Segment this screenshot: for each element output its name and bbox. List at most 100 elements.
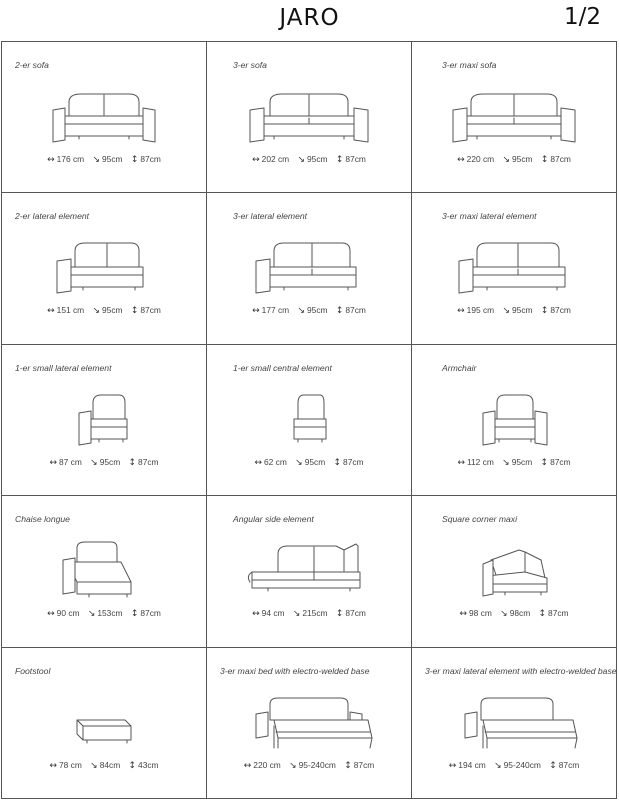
dimensions: ↔194 cm ↘95-240cm ↕87cm [412,760,616,771]
height-arrow-icon: ↕ [549,760,557,771]
product-cell: 3-er maxi sofa ↔220 cm ↘95cm ↕87cm [412,42,617,194]
lateral-2-icon [39,235,169,297]
height-dimension: ↕87cm [131,305,161,316]
depth-arrow-icon: ↘ [90,457,98,468]
height-dimension: ↕87cm [334,457,364,468]
height-value: 87cm [345,305,366,316]
armchair-icon [449,387,579,449]
product-cell: 2-er sofa ↔176 cm ↘95cm ↕87cm [2,42,207,194]
depth-arrow-icon: ↘ [500,609,508,620]
product-label: 3-er maxi lateral element with electro-w… [425,665,617,676]
height-value: 87cm [140,305,161,316]
footstool-icon [39,690,169,752]
height-value: 87cm [353,759,375,770]
height-arrow-icon: ↕ [130,609,139,620]
depth-arrow-icon: ↘ [297,155,306,165]
height-dimension: ↕87cm [129,457,159,468]
depth-arrow-icon: ↘ [90,760,98,771]
angular-side-icon [244,538,374,600]
height-value: 87cm [140,608,161,619]
depth-dimension: ↘95cm [502,305,532,316]
height-dimension: ↕87cm [344,760,374,771]
product-cell: Angular side element ↔94 cm ↘215cm ↕87cm [207,496,412,648]
width-dimension: ↔177 cm [252,305,289,316]
height-dimension: ↕87cm [336,305,366,316]
depth-value: 95cm [102,154,123,164]
depth-arrow-icon: ↘ [502,457,510,468]
height-value: 87cm [550,305,571,316]
width-value: 176 cm [56,154,85,164]
dimensions: ↔195 cm ↘95cm ↕87cm [412,305,616,316]
dimensions: ↔176 cm ↘95cm ↕87cm [2,154,206,165]
height-arrow-icon: ↕ [540,457,549,468]
depth-value: 98cm [509,608,531,619]
width-dimension: ↔87 cm [49,457,81,468]
height-arrow-icon: ↕ [335,155,344,165]
depth-arrow-icon: ↘ [502,155,511,165]
dimensions: ↔220 cm ↘95-240cm ↕87cm [207,760,411,771]
height-value: 87cm [558,759,580,770]
depth-value: 95cm [512,154,533,164]
height-arrow-icon: ↕ [128,760,137,771]
product-cell: Footstool ↔78 cm ↘84cm ↕43cm [2,647,207,799]
width-value: 94 cm [261,608,285,619]
width-dimension: ↔202 cm [252,154,289,165]
height-value: 43cm [138,759,159,770]
depth-dimension: ↘98cm [500,608,530,619]
height-arrow-icon: ↕ [130,155,139,165]
product-label: 3-er sofa [233,60,267,70]
product-label: Armchair [442,362,477,373]
height-arrow-icon: ↕ [335,609,344,620]
width-arrow-icon: ↔ [254,457,262,468]
product-cell: 3-er maxi bed with electro-welded base ↔… [207,647,412,799]
product-label: Chaise longue [15,514,70,525]
width-arrow-icon: ↔ [47,609,55,620]
depth-value: 95cm [511,456,533,467]
depth-dimension: ↘95cm [90,457,120,468]
product-cell: 3-er sofa ↔202 cm ↘95cm ↕87cm [207,42,412,194]
width-arrow-icon: ↔ [252,306,260,317]
sofa-3-maxi-icon [449,84,579,146]
height-value: 87cm [343,456,364,467]
product-label: 3-er maxi bed with electro-welded base [220,665,370,676]
width-value: 90 cm [56,608,80,619]
height-value: 87cm [548,608,569,619]
height-dimension: ↕87cm [549,760,579,771]
width-arrow-icon: ↔ [457,457,465,468]
product-label: Footstool [15,665,51,676]
product-cell: 3-er lateral element ↔177 cm ↘95cm ↕87cm [207,193,412,345]
depth-arrow-icon: ↘ [295,457,303,468]
chaise-longue-icon [39,538,169,600]
height-arrow-icon: ↕ [538,609,547,620]
lateral-3-maxi-icon [449,235,579,297]
depth-arrow-icon: ↘ [292,609,301,620]
product-label: Square corner maxi [442,514,517,525]
height-value: 87cm [345,608,366,619]
dimensions: ↔62 cm ↘95cm ↕87cm [207,457,411,468]
height-dimension: ↕43cm [129,760,159,771]
width-value: 177 cm [261,305,290,316]
depth-dimension: ↘95cm [297,305,327,316]
product-cell: Chaise longue ↔90 cm ↘153cm ↕87cm [2,496,207,648]
dimensions: ↔151 cm ↘95cm ↕87cm [2,305,206,316]
width-arrow-icon: ↔ [47,306,55,317]
product-label: 1-er small central element [233,362,332,373]
width-arrow-icon: ↔ [457,306,465,317]
depth-arrow-icon: ↘ [92,306,101,317]
width-dimension: ↔176 cm [47,154,84,165]
width-value: 98 cm [469,608,492,619]
height-dimension: ↕87cm [336,154,366,165]
dimensions: ↔220 cm ↘95cm ↕87cm [412,154,616,165]
height-arrow-icon: ↕ [128,457,137,468]
width-value: 151 cm [56,305,85,316]
width-dimension: ↔98 cm [459,608,491,619]
width-value: 220 cm [253,759,281,770]
depth-value: 95cm [512,305,533,316]
height-arrow-icon: ↕ [540,155,549,165]
width-dimension: ↔62 cm [254,457,286,468]
width-value: 194 cm [458,759,486,770]
width-dimension: ↔195 cm [457,305,494,316]
product-cell: 1-er small central element ↔62 cm ↘95cm … [207,344,412,497]
depth-dimension: ↘153cm [88,608,123,619]
depth-value: 215cm [302,608,328,619]
